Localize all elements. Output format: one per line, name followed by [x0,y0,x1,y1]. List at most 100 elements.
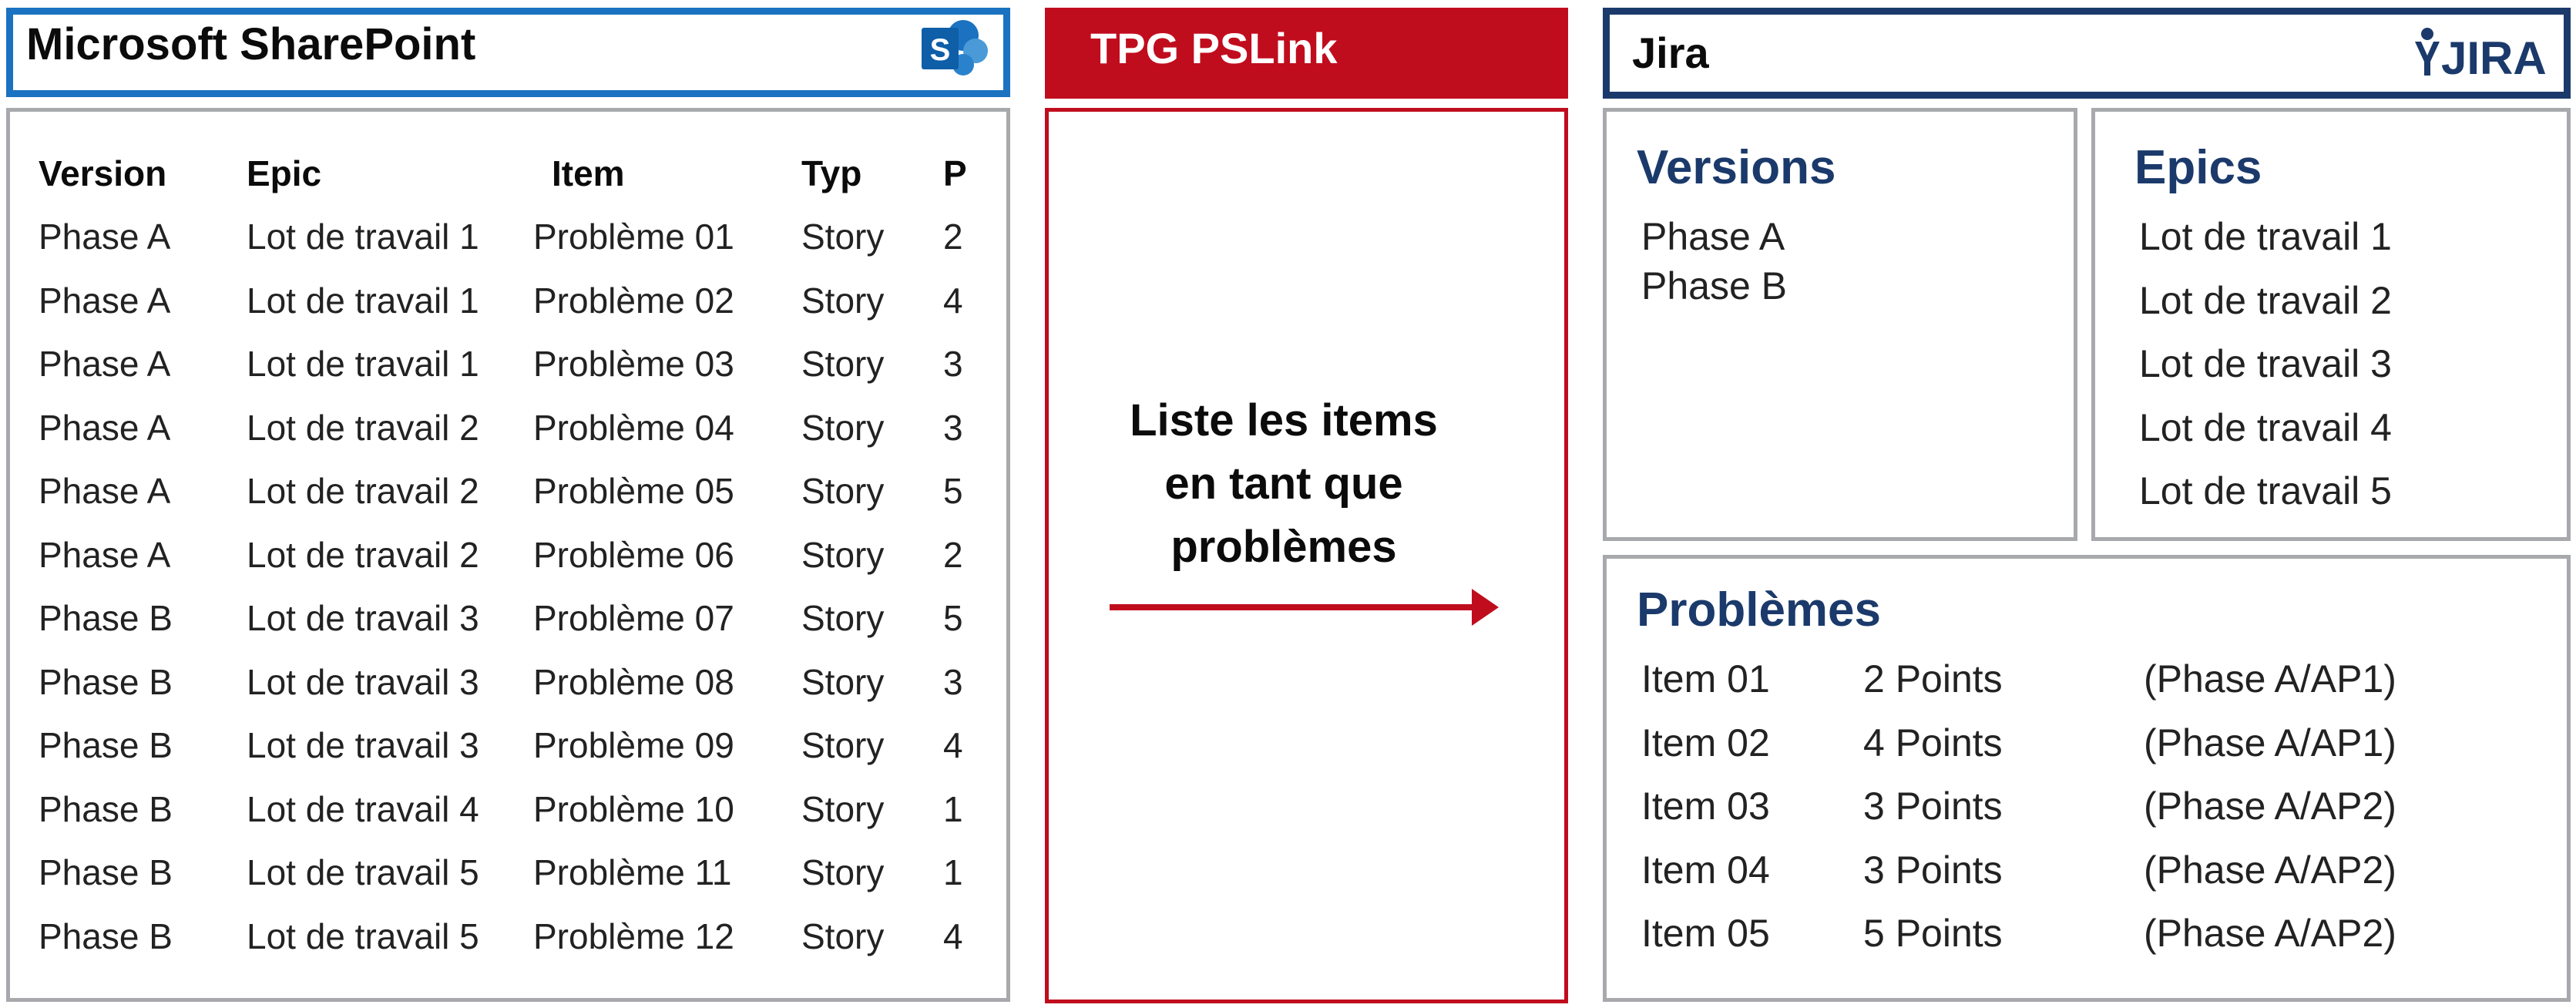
points-cell: 5 [943,471,963,511]
problem-phase-cell: (Phase A/AP2) [2144,912,2396,955]
version-cell: Phase A [39,344,171,384]
sharepoint-table-panel [6,108,1010,1002]
problem-phase-cell: (Phase A/AP1) [2144,721,2396,764]
jira-header [1603,8,2571,99]
problem-item-cell: Item 03 [1641,785,1770,828]
column-header-points: P [943,153,967,193]
version-cell: Phase B [39,661,173,702]
type-cell: Story [801,534,885,575]
version-cell: Phase A [39,280,171,321]
problems-heading: Problèmes [1637,583,1882,637]
epic-cell: Lot de travail 3 [247,725,479,765]
problem-item-cell: Item 01 [1641,657,1770,701]
tpg-description-line: en tant que [1164,459,1403,509]
points-cell: 3 [943,661,963,702]
points-cell: 4 [943,725,963,765]
item-cell: Problème 10 [533,788,734,829]
sharepoint-title: Microsoft SharePoint [26,19,476,69]
item-cell: Problème 11 [533,852,732,892]
epic-item: Lot de travail 1 [2139,215,2392,258]
sharepoint-logo-icon: S [922,20,988,76]
jira-logo-icon: JIRA [2415,28,2547,80]
epic-cell: Lot de travail 1 [247,217,479,257]
item-cell: Problème 04 [533,407,734,448]
points-cell: 4 [943,916,963,956]
item-cell: Problème 03 [533,344,734,384]
jira-title: Jira [1632,29,1709,77]
tpg-description: Liste les items en tant que problèmes [1068,389,1500,579]
epic-cell: Lot de travail 4 [247,788,479,829]
epic-cell: Lot de travail 2 [247,534,479,575]
problem-item-cell: Item 04 [1641,848,1770,892]
version-cell: Phase B [39,788,173,829]
svg-text:S: S [930,33,951,67]
epic-item: Lot de travail 3 [2139,342,2392,385]
item-cell: Problème 12 [533,916,734,956]
epic-item: Lot de travail 5 [2139,469,2392,512]
version-cell: Phase A [39,534,171,575]
problem-points-cell: 4 Points [1863,721,2003,764]
item-cell: Problème 09 [533,725,734,765]
type-cell: Story [801,280,885,321]
jira-versions-panel [1603,108,2077,541]
item-cell: Problème 06 [533,534,734,575]
version-cell: Phase A [39,217,171,257]
column-header-item: Item [552,153,625,193]
version-cell: Phase B [39,598,173,638]
arrow-right-icon [1110,589,1499,626]
type-cell: Story [801,661,885,702]
type-cell: Story [801,344,885,384]
epic-item: Lot de travail 2 [2139,278,2392,322]
problem-phase-cell: (Phase A/AP2) [2144,785,2396,828]
points-cell: 1 [943,852,963,892]
points-cell: 3 [943,344,963,384]
problem-points-cell: 5 Points [1863,912,2003,955]
type-cell: Story [801,725,885,765]
tpg-pslink-header [1045,8,1568,99]
jira-epics-panel [2091,108,2571,541]
problem-item-cell: Item 05 [1641,912,1770,955]
jira-logo-text: JIRA [2441,32,2547,80]
type-cell: Story [801,598,885,638]
epic-cell: Lot de travail 1 [247,280,479,321]
epic-item: Lot de travail 4 [2139,405,2392,449]
tpg-description-line: Liste les items [1130,395,1438,445]
problem-phase-cell: (Phase A/AP2) [2144,848,2396,892]
version-cell: Phase B [39,916,173,956]
points-cell: 1 [943,788,963,829]
points-cell: 2 [943,534,963,575]
item-cell: Problème 01 [533,217,734,257]
type-cell: Story [801,217,885,257]
epic-cell: Lot de travail 3 [247,598,479,638]
version-cell: Phase B [39,852,173,892]
points-cell: 5 [943,598,963,638]
epic-cell: Lot de travail 5 [247,916,479,956]
item-cell: Problème 08 [533,661,734,702]
points-cell: 2 [943,217,963,257]
problem-phase-cell: (Phase A/AP1) [2144,657,2396,701]
points-cell: 3 [943,407,963,448]
epics-heading: Epics [2134,141,2262,194]
epic-cell: Lot de travail 5 [247,852,479,892]
item-cell: Problème 02 [533,280,734,321]
jira-problems-panel [1603,555,2571,1002]
sharepoint-header [6,8,1010,97]
type-cell: Story [801,788,885,829]
problem-points-cell: 3 Points [1863,848,2003,892]
version-item: Phase A [1641,215,1785,258]
problem-points-cell: 3 Points [1863,785,2003,828]
epic-cell: Lot de travail 2 [247,471,479,511]
versions-heading: Versions [1637,141,1836,194]
type-cell: Story [801,852,885,892]
column-header-type: Typ [801,153,862,193]
version-item: Phase B [1641,264,1788,307]
points-cell: 4 [943,280,963,321]
column-header-epic: Epic [247,153,322,193]
epic-cell: Lot de travail 2 [247,407,479,448]
epic-cell: Lot de travail 1 [247,344,479,384]
version-cell: Phase A [39,471,171,511]
item-cell: Problème 07 [533,598,734,638]
tpg-pslink-panel [1045,108,1568,1003]
type-cell: Story [801,407,885,448]
problem-item-cell: Item 02 [1641,721,1770,764]
